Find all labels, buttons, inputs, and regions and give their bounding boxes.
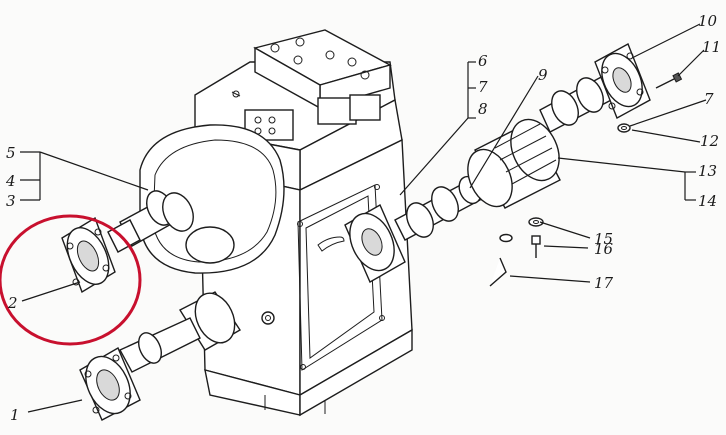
label-8: 8 [478, 100, 488, 118]
nut-12 [617, 123, 631, 133]
label-11: 11 [702, 38, 721, 56]
label-12: 12 [700, 132, 719, 150]
label-1: 1 [10, 406, 20, 424]
label-6: 6 [478, 52, 488, 70]
bolt-11 [655, 72, 683, 89]
label-5: 5 [6, 144, 16, 162]
input-cardan-shaft [61, 190, 194, 294]
bolt-16 [531, 235, 541, 258]
label-17: 17 [594, 274, 614, 292]
part-labels: 1 2 3 4 5 6 7 8 9 10 11 7 12 13 14 15 16… [5, 12, 721, 424]
label-7a: 7 [478, 78, 488, 96]
gearbox-housing [194, 29, 413, 417]
label-14: 14 [698, 192, 717, 210]
torque-converter-housing [139, 124, 285, 274]
label-4: 4 [5, 172, 16, 190]
leader-lines [20, 23, 707, 413]
label-16: 16 [594, 240, 614, 258]
label-7b: 7 [704, 90, 714, 108]
lower-output-shaft [79, 291, 241, 421]
right-drive-line [344, 43, 651, 283]
label-15: 15 [594, 230, 613, 248]
clip-17 [489, 257, 507, 287]
label-3: 3 [6, 192, 16, 210]
label-13: 13 [698, 162, 717, 180]
label-9: 9 [538, 66, 548, 84]
washer-15 [499, 217, 544, 243]
label-2: 2 [7, 294, 18, 312]
highlight-circle [0, 214, 142, 346]
label-10: 10 [698, 12, 718, 30]
